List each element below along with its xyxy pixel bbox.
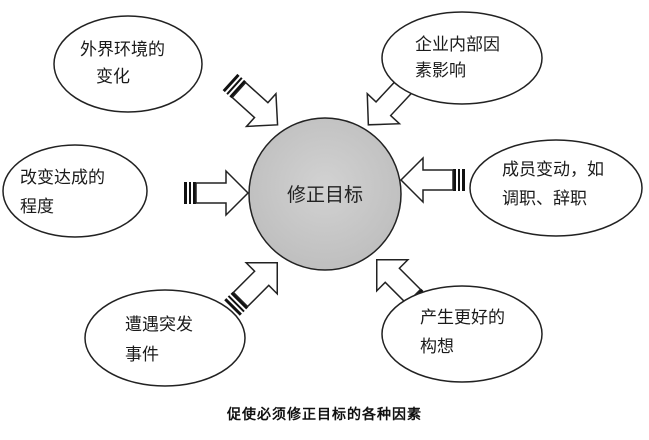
- factor-internal: 企业内部因 素影响: [381, 11, 543, 105]
- factor-line: 遭遇突发: [125, 315, 193, 335]
- factor-external: 外界环境的 变化: [53, 15, 203, 113]
- factor-achievement: 改变达成的 程度: [2, 144, 148, 238]
- arrow-staff: [400, 157, 466, 203]
- factor-line: 产生更好的: [420, 308, 505, 328]
- center-label: 修正目标: [287, 184, 363, 206]
- factor-line: 事件: [125, 345, 159, 365]
- factor-line: 成员变动，如: [502, 160, 604, 180]
- center-circle: [248, 117, 402, 271]
- factor-line: 外界环境的: [80, 40, 165, 60]
- factor-line: 改变达成的: [20, 168, 105, 188]
- factor-line: 企业内部因: [415, 35, 500, 55]
- figure-caption: 促使必须修正目标的各种因素: [227, 407, 422, 423]
- factor-line: 素影响: [415, 61, 466, 81]
- arrow-achievement: [183, 170, 249, 216]
- factor-emergency: 遭遇突发 事件: [84, 289, 246, 387]
- factor-line: 构想: [420, 337, 454, 357]
- factor-line: 调职、辞职: [502, 189, 587, 209]
- factor-line: 程度: [20, 197, 54, 217]
- factor-better-idea: 产生更好的 构想: [381, 285, 543, 383]
- factor-staff: 成员变动，如 调职、辞职: [469, 139, 643, 237]
- arrow-external: [214, 64, 294, 142]
- factor-line: 变化: [96, 67, 130, 87]
